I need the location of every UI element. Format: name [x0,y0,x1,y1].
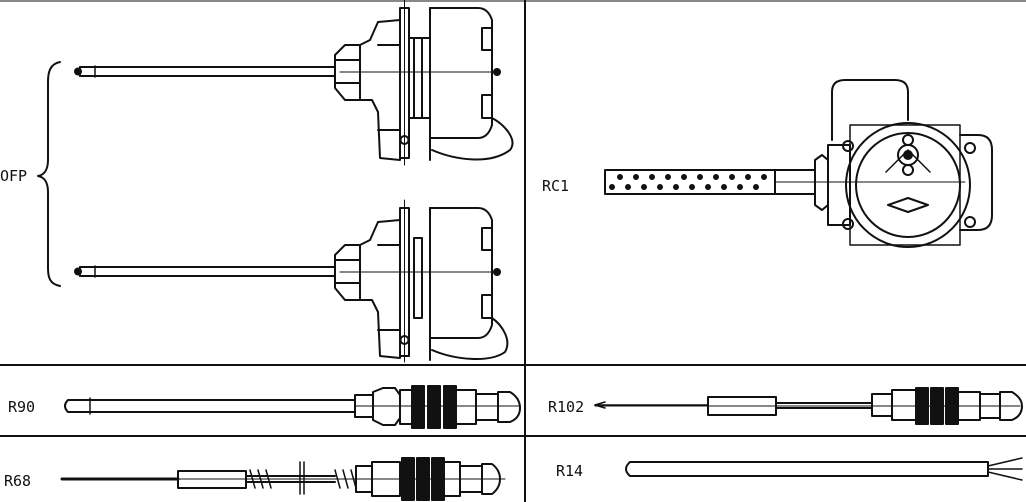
r68-probe [60,457,506,501]
label-r14: R14 [556,462,583,480]
r14-probe [625,457,1023,481]
r102-probe [594,387,1023,425]
label-ofp: OFP [0,167,27,185]
labels: OFP RC1 R90 R102 R68 R14 [0,167,584,490]
ofp-lower-probe [74,199,509,363]
label-r68: R68 [4,472,31,490]
label-r102: R102 [548,398,584,416]
ofp-brace [37,61,61,287]
ofp-upper-probe [74,0,514,166]
label-r90: R90 [8,398,35,416]
label-rc1: RC1 [542,177,569,195]
r90-probe [64,385,521,429]
rc1-housing [604,79,993,248]
